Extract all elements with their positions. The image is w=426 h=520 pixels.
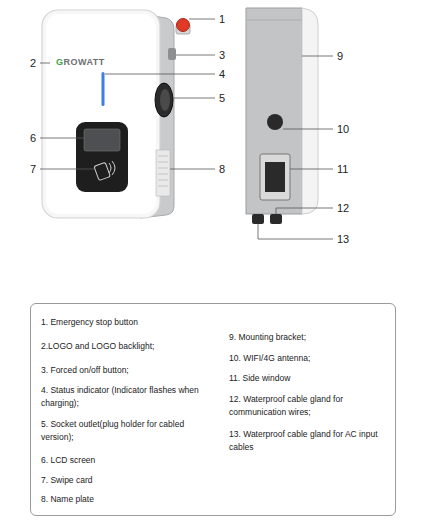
legend-item: 4. Status indicator (Indicator flashes w… [41, 384, 201, 410]
callout-number: 1 [219, 13, 225, 25]
callout-number: 3 [219, 49, 225, 61]
callout-number: 5 [219, 92, 225, 104]
legend-item: 1. Emergency stop button [41, 316, 201, 329]
callout-number: 2 [30, 57, 36, 69]
front-face [46, 14, 156, 214]
lcd-panel [76, 122, 128, 192]
legend-item: 5. Socket outlet(plug holder for cabled … [41, 418, 201, 444]
ac-gland [252, 214, 264, 224]
callout-number: 12 [337, 202, 349, 214]
side-window-frame [260, 154, 290, 200]
callout-number: 8 [219, 163, 225, 175]
legend-item: 6. LCD screen [41, 454, 201, 467]
name-plate [156, 150, 170, 196]
callout-number: 11 [337, 163, 348, 175]
legend-item: 13. Waterproof cable gland for AC input … [229, 428, 389, 454]
legend-item: 11. Side window [229, 372, 389, 385]
antenna [267, 114, 283, 130]
card-symbol [94, 161, 115, 181]
name-plate-lines [158, 156, 168, 186]
comm-gland [270, 214, 282, 224]
legend-item: 8. Name plate [41, 493, 201, 506]
status-indicator [102, 72, 105, 106]
legend-item: 12. Waterproof cable gland for communica… [229, 393, 389, 419]
bracket-edge [246, 20, 302, 21]
onoff-button [168, 48, 176, 60]
lcd-screen [84, 129, 120, 151]
socket-outlet [155, 83, 173, 117]
mounting-bracket [246, 8, 302, 214]
legend-item: 7. Swipe card [41, 474, 201, 487]
logo-text: GROWATT [56, 58, 105, 68]
leader-lines [40, 19, 333, 239]
legend-item: 2.LOGO and LOGO backlight; [41, 340, 201, 353]
legend-item: 10. WIFI/4G antenna; [229, 352, 389, 365]
callout-number: 6 [30, 132, 36, 144]
side-window [265, 162, 285, 192]
callout-number: 9 [337, 50, 343, 62]
legend-item: 3. Forced on/off button; [41, 364, 201, 377]
front-body [42, 10, 160, 218]
emergency-stop [177, 19, 190, 32]
socket-inner [160, 89, 170, 111]
callout-number: 13 [337, 233, 349, 245]
legend-item: 9. Mounting bracket; [229, 331, 389, 344]
body-side [302, 8, 318, 214]
callout-number: 7 [30, 163, 36, 175]
callout-number: 4 [219, 68, 225, 80]
legend-box: 1. Emergency stop button 2.LOGO and LOGO … [30, 303, 396, 516]
callout-number: 10 [337, 123, 349, 135]
